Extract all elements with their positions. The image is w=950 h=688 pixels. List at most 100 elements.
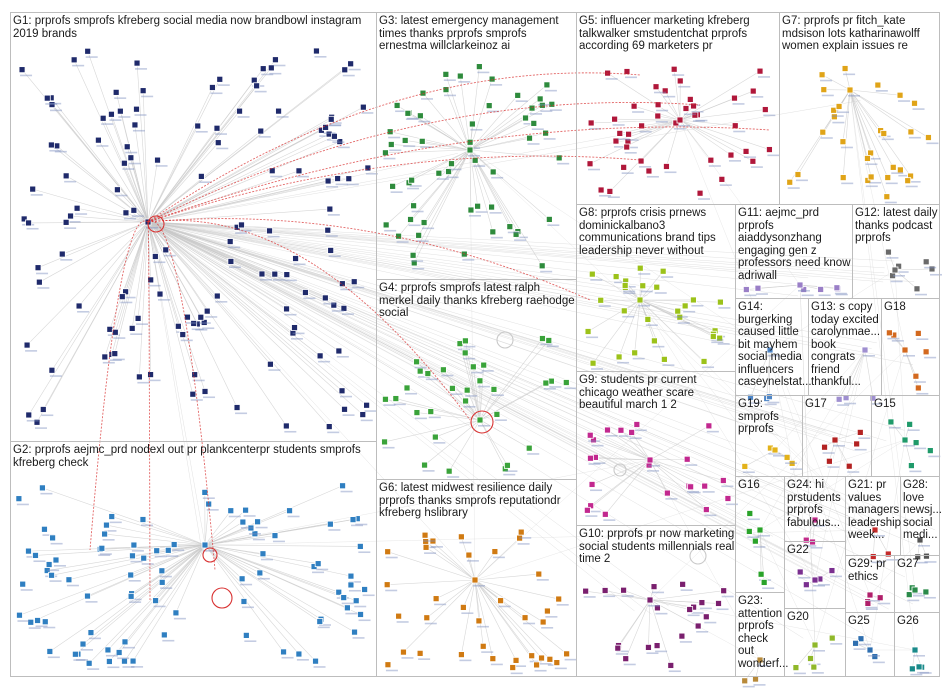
node-g6 <box>563 650 577 661</box>
edge <box>423 149 471 223</box>
node-g7 <box>820 86 834 97</box>
node-g3 <box>387 141 402 152</box>
edge <box>479 419 530 449</box>
highlight-edge <box>147 155 641 223</box>
node-g15 <box>926 447 941 458</box>
node-g1 <box>295 167 309 178</box>
self-loop <box>147 215 165 233</box>
node-g22 <box>796 568 811 579</box>
node-g4 <box>413 358 427 369</box>
edge <box>474 579 494 659</box>
edge <box>124 163 149 223</box>
edge <box>106 524 206 546</box>
node-g2 <box>87 629 101 640</box>
node-g5 <box>756 67 771 78</box>
node-g1 <box>130 206 144 217</box>
edge <box>750 349 771 398</box>
edge <box>424 419 481 466</box>
edge <box>104 533 206 546</box>
edge <box>147 221 330 427</box>
edge <box>445 74 471 151</box>
inter-group-edge <box>147 221 748 519</box>
node-g6 <box>400 648 414 659</box>
inter-group-edge <box>679 119 871 596</box>
edge <box>673 69 681 121</box>
node-g27 <box>905 591 920 602</box>
edge <box>36 221 149 423</box>
node-g1 <box>313 47 327 58</box>
edge <box>134 124 149 223</box>
node-g4 <box>424 370 438 381</box>
edge <box>50 97 149 223</box>
edge <box>407 113 471 151</box>
edge <box>849 89 868 159</box>
node-g2 <box>242 631 257 642</box>
node-g5 <box>623 143 637 154</box>
node-g9 <box>663 489 678 500</box>
node-g25 <box>852 639 866 650</box>
group-box-g10 <box>576 525 736 677</box>
edge <box>435 579 476 599</box>
inter-group-edge <box>639 299 816 581</box>
node-g2 <box>280 648 294 659</box>
node-g1 <box>18 66 33 77</box>
node-g1 <box>197 313 211 324</box>
edge <box>474 579 567 655</box>
node-g1 <box>316 352 331 363</box>
node-g1 <box>238 221 252 232</box>
edge <box>469 78 493 151</box>
node-g2 <box>271 532 285 543</box>
edge <box>136 63 149 223</box>
node-g2 <box>129 657 144 668</box>
node-g1 <box>336 138 350 149</box>
edge <box>585 590 651 601</box>
node-g28 <box>916 536 930 547</box>
node-g1 <box>350 278 365 289</box>
inter-group-edge <box>147 221 658 288</box>
inter-group-edge <box>147 221 827 432</box>
node-g17 <box>831 436 845 447</box>
edge <box>147 221 194 395</box>
node-g1 <box>330 301 344 312</box>
node-g2 <box>32 552 46 563</box>
group-box-g12 <box>852 204 940 299</box>
node-g5 <box>616 130 630 141</box>
node-g2 <box>49 534 63 545</box>
node-g1 <box>122 209 136 220</box>
node-g2 <box>84 592 98 603</box>
node-g3 <box>410 202 424 213</box>
node-g5 <box>637 157 652 168</box>
edge <box>420 115 471 151</box>
node-g1 <box>156 290 171 301</box>
node-g1 <box>191 371 205 382</box>
node-g5 <box>727 151 741 162</box>
edge <box>614 118 681 121</box>
node-g8 <box>681 302 696 313</box>
edge <box>849 89 912 133</box>
edge <box>115 221 149 333</box>
edge <box>147 87 213 223</box>
edge <box>639 299 705 362</box>
inter-group-edge <box>147 221 774 537</box>
edge <box>204 544 300 655</box>
edge <box>204 544 322 620</box>
node-g6 <box>395 612 409 623</box>
edge <box>403 579 476 653</box>
edge <box>448 419 481 472</box>
edge <box>87 51 149 223</box>
node-g15 <box>887 418 901 429</box>
node-g9 <box>724 495 738 506</box>
node-g3 <box>407 216 421 227</box>
edge <box>385 149 471 226</box>
node-g1 <box>151 253 166 264</box>
edge <box>679 119 754 162</box>
node-g1 <box>203 307 218 318</box>
edge <box>26 221 149 346</box>
node-g1 <box>257 127 271 138</box>
inter-group-edge <box>147 221 792 285</box>
node-g10 <box>646 596 660 607</box>
edge <box>479 419 508 466</box>
edge <box>591 119 681 124</box>
node-g8 <box>653 283 667 294</box>
node-g10 <box>622 655 636 666</box>
